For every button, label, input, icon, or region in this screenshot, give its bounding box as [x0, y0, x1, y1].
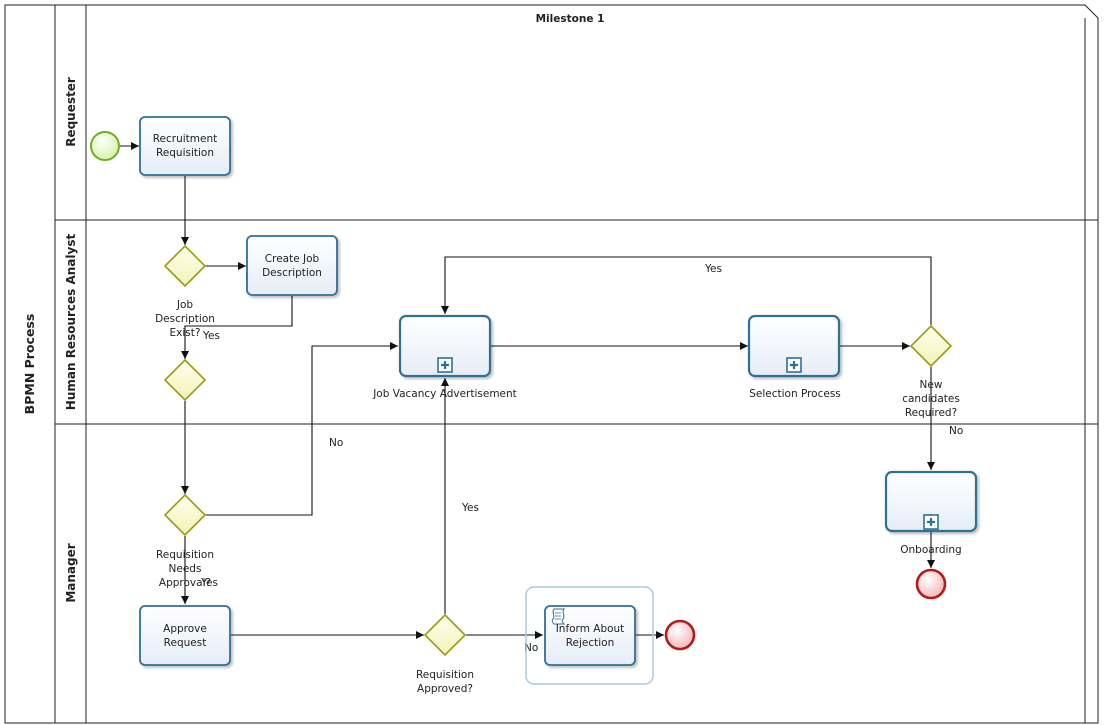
subprocess-label: Onboarding [900, 544, 961, 556]
gateway-label-line: Required? [905, 407, 957, 419]
gateway-label-line: Requisition [416, 669, 474, 681]
flow-label-no: No [524, 642, 538, 654]
subprocess-label: Job Vacancy Advertisement [372, 388, 517, 400]
end-event[interactable] [664, 619, 696, 651]
gateway-label-line: Exist? [170, 327, 201, 339]
lane-hr-title: Human Resources Analyst [64, 234, 78, 411]
gateway-merge[interactable] [163, 358, 207, 402]
task-label: Description [262, 267, 322, 279]
task-label: Rejection [566, 637, 615, 649]
flow-label-yes: Yes [202, 330, 220, 342]
gateway-job-description-exist[interactable] [163, 244, 207, 288]
milestone-title: Milestone 1 [536, 13, 605, 25]
pool: BPMN Process Requester Human Resources A… [4, 4, 1099, 724]
gateway-label-line: Job [176, 299, 194, 311]
gateway-requisition-approved[interactable] [423, 613, 467, 657]
gateway-label-line: Needs [169, 563, 202, 575]
lane-requester-title: Requester [64, 77, 78, 147]
task-label: Recruitment [153, 133, 218, 145]
gateway-label-line: Description [155, 313, 215, 325]
flow-label-no: No [329, 437, 343, 449]
task-label: Create Job [265, 253, 320, 265]
subprocess-label: Selection Process [749, 388, 841, 400]
gateway-label-line: Requisition [156, 549, 214, 561]
gateway-requisition-needs-approval[interactable] [163, 493, 207, 537]
flow-label-no: No [949, 425, 963, 437]
flow-label-yes: Yes [704, 263, 722, 275]
pool-title: BPMN Process [22, 314, 37, 415]
task-label: Request [164, 637, 207, 649]
task-label: Inform About [556, 623, 625, 635]
lane-manager-title: Manager [64, 543, 78, 602]
group-box [525, 586, 654, 685]
gateway-label-line: Approved? [417, 683, 473, 695]
task-label: Approve [163, 623, 207, 635]
sequence-flows [120, 142, 935, 639]
script-icon [551, 608, 566, 625]
task-label: Requisition [156, 147, 214, 159]
subprocess-onboarding[interactable] [884, 470, 978, 533]
start-event[interactable] [90, 131, 120, 161]
gateway-label-line: Approval? [159, 577, 211, 589]
end-event[interactable] [915, 568, 947, 600]
gateway-label-line: New [920, 379, 943, 391]
subprocess-job-vacancy-advertisement[interactable] [398, 314, 492, 378]
subprocess-selection-process[interactable] [747, 314, 841, 378]
gateway-new-candidates-required[interactable] [909, 324, 953, 368]
flow-label-yes: Yes [200, 577, 218, 589]
gateway-label-line: candidates [902, 393, 960, 405]
flow-label-yes: Yes [461, 502, 479, 514]
